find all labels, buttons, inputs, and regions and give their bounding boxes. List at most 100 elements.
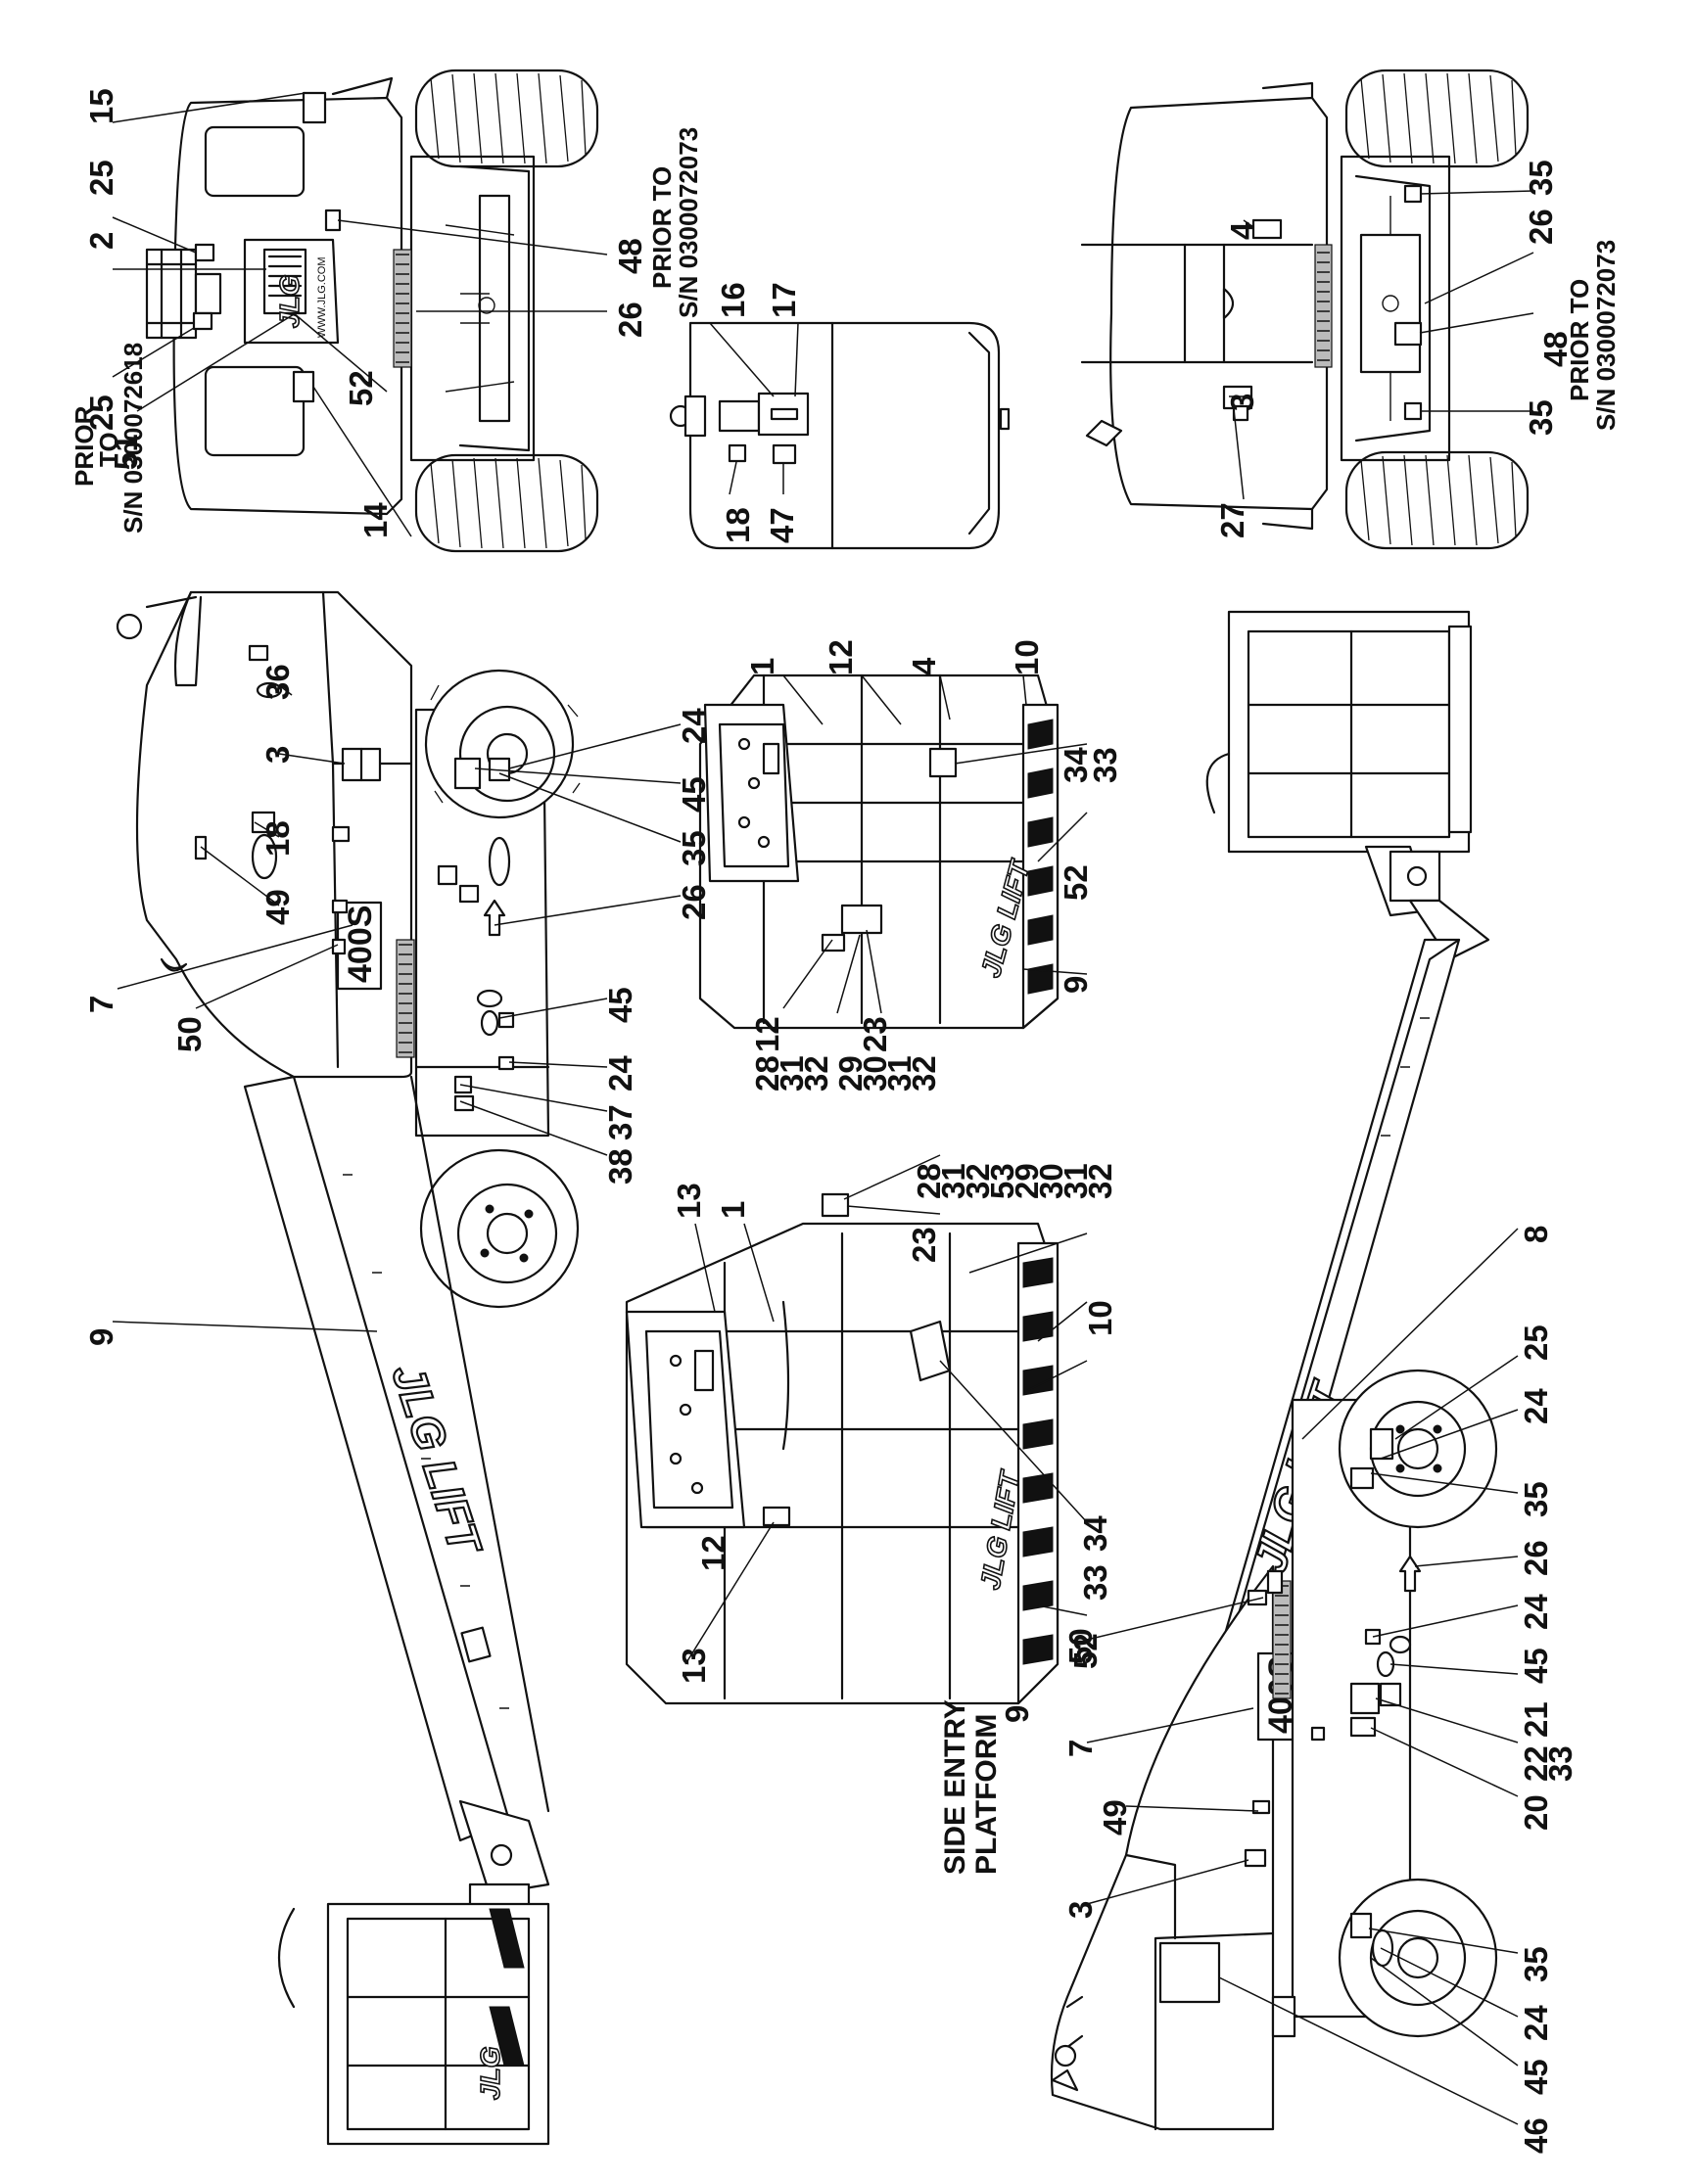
rear-view-right (1080, 69, 1530, 550)
callout-30: 30 (1033, 1163, 1069, 1199)
callout-20: 20 (1518, 1794, 1554, 1831)
svg-text:400S: 400S (342, 906, 379, 983)
callout-3: 3 (1062, 1901, 1099, 1919)
callout-3: 3 (1224, 394, 1260, 411)
svg-text:S/N 0300072618: S/N 0300072618 (118, 343, 148, 534)
callout-32: 32 (960, 1163, 996, 1199)
leaders-side-right (1086, 1228, 1519, 2125)
callout-47: 47 (764, 507, 800, 543)
tire-rear-top (1344, 69, 1530, 168)
callout-24: 24 (676, 708, 712, 744)
svg-text:PRIOR TO: PRIOR TO (1565, 279, 1594, 401)
callout-33: 33 (1087, 747, 1123, 783)
callout-8: 8 (1518, 1226, 1554, 1243)
callout-2: 2 (83, 232, 119, 250)
callout-53: 53 (984, 1163, 1020, 1199)
tire-top (414, 69, 599, 168)
callout-26: 26 (1518, 1540, 1554, 1576)
callout-36: 36 (259, 664, 296, 700)
counterweight-view (669, 321, 1011, 550)
callout-16: 16 (715, 282, 751, 318)
callout-1: 1 (744, 658, 780, 675)
callout-52: 52 (343, 370, 379, 406)
callout-35: 35 (1518, 1946, 1554, 1982)
callout-45: 45 (676, 776, 712, 813)
callout-37: 37 (602, 1104, 638, 1140)
callout-9: 9 (999, 1705, 1035, 1723)
side-view-right: JLG LIFT 400S (1050, 610, 1498, 2131)
callout-10: 10 (1009, 639, 1045, 675)
callout-45: 45 (1518, 1648, 1554, 1684)
svg-text:WWW.JLG.COM: WWW.JLG.COM (316, 257, 328, 339)
callout-1: 1 (715, 1201, 751, 1219)
side-entry-platform-label: SIDE ENTRY PLATFORM (939, 1699, 1003, 1875)
note-prior-to-sn-0300072073-mid: PRIOR TO S/N 0300072073 (647, 127, 703, 318)
svg-text:JLG: JLG (475, 2047, 505, 2100)
callout-12: 12 (695, 1535, 731, 1571)
callout-23: 23 (857, 1016, 893, 1052)
callout-4: 4 (906, 657, 942, 675)
callout-31: 31 (881, 1055, 918, 1092)
callout-32: 32 (1082, 1163, 1118, 1199)
callout-34: 34 (1077, 1515, 1113, 1552)
callout-52: 52 (1067, 1633, 1104, 1669)
callout-38: 38 (602, 1148, 638, 1185)
svg-text:S/N 0300072073: S/N 0300072073 (674, 127, 703, 318)
callout-4: 4 (1224, 221, 1260, 240)
callout-23: 23 (906, 1227, 942, 1263)
leaders-platform-side (684, 1154, 1088, 1665)
callout-50: 50 (171, 1016, 208, 1052)
platform-side-entry: JLG LIFT (625, 1192, 1059, 1705)
callout-31: 31 (935, 1163, 971, 1199)
svg-text:S/N 0300072073: S/N 0300072073 (1591, 240, 1621, 431)
callout-25: 25 (83, 160, 119, 196)
callout-30: 30 (857, 1055, 893, 1092)
callout-27: 27 (1214, 502, 1250, 538)
tire-bottom (414, 453, 599, 553)
callout-35: 35 (1518, 1481, 1554, 1517)
leaders-top-mid (709, 322, 799, 495)
callout-35: 35 (1523, 160, 1559, 196)
jlg-tag-front: JLG (273, 274, 306, 329)
callout-9: 9 (83, 1328, 119, 1346)
callout-28: 28 (911, 1163, 947, 1199)
callout-labels: 15 25 2 25 51 14 52 48 26 PRIOR TO S/N 0… (70, 88, 1621, 2154)
front-view-left: JLG WWW.JLG.COM (145, 69, 599, 553)
callout-25: 25 (83, 395, 119, 431)
callout-29: 29 (832, 1055, 869, 1092)
callout-46: 46 (1518, 2117, 1554, 2154)
callout-14: 14 (357, 502, 394, 538)
callout-13: 13 (671, 1183, 707, 1219)
callout-25: 25 (1518, 1324, 1554, 1361)
callout-33: 33 (1542, 1745, 1578, 1782)
callout-31: 31 (1058, 1163, 1094, 1199)
callout-13: 13 (676, 1648, 712, 1684)
svg-text:PRIOR TO: PRIOR TO (647, 166, 677, 289)
svg-text:TO: TO (94, 432, 123, 467)
callout-51: 51 (108, 434, 144, 470)
callout-24: 24 (1518, 1388, 1554, 1424)
callout-26: 26 (1523, 209, 1559, 245)
leaders-side-left (112, 684, 682, 1332)
callout-24: 24 (1518, 1594, 1554, 1630)
callout-45: 45 (1518, 2059, 1554, 2095)
svg-text:PRIOR: PRIOR (70, 405, 99, 487)
callout-52: 52 (1058, 864, 1094, 901)
callout-24: 24 (1518, 2005, 1554, 2041)
note-prior-to-sn-0300072073-right: PRIOR TO S/N 0300072073 (1565, 240, 1621, 431)
note-prior-to-sn-0300072618: PRIOR TO S/N 0300072618 (70, 343, 148, 534)
callout-7: 7 (1062, 1740, 1099, 1757)
callout-32: 32 (906, 1055, 942, 1092)
svg-text:JLG: JLG (274, 275, 305, 328)
callout-15: 15 (83, 88, 119, 124)
callout-29: 29 (1009, 1163, 1045, 1199)
callout-17: 17 (766, 282, 802, 318)
callout-35: 35 (676, 830, 712, 866)
callout-10: 10 (1082, 1300, 1118, 1336)
callout-18: 18 (259, 820, 296, 857)
callout-12: 12 (749, 1016, 785, 1052)
leaders-platform-end (782, 674, 1088, 1014)
callout-28: 28 (749, 1055, 785, 1092)
callout-45: 45 (602, 987, 638, 1023)
